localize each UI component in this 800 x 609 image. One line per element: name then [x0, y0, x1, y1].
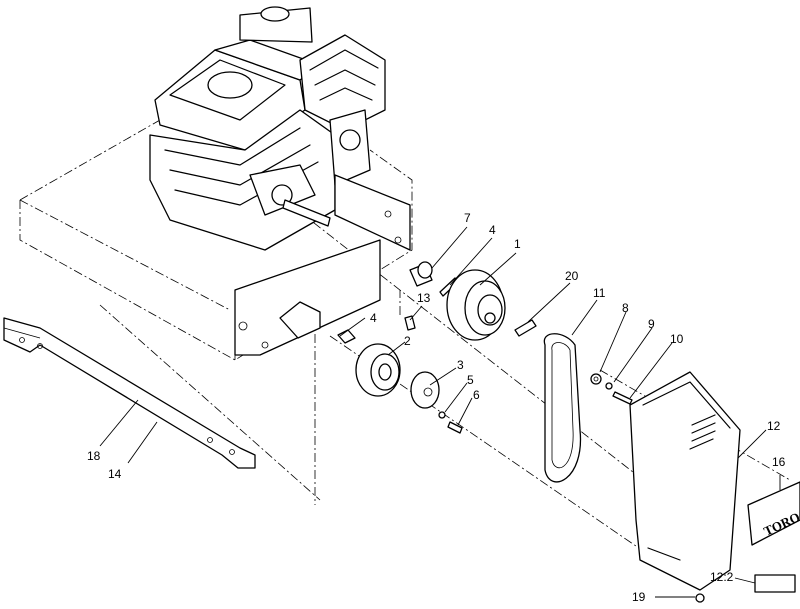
- callout-10: 10: [670, 332, 684, 346]
- engine: [149, 6, 386, 251]
- drive-parts: [279, 261, 537, 434]
- callout-labels: 7 4 1 13 4 2 3 5 6 20 11 8 9 10 12 16 18…: [87, 211, 786, 604]
- callout-13: 13: [417, 291, 431, 305]
- callout-19: 19: [632, 590, 646, 604]
- belt-guard-12: [629, 371, 741, 591]
- callout-12: 12: [767, 419, 781, 433]
- callout-4-lower: 4: [370, 311, 377, 325]
- callout-11: 11: [593, 286, 606, 300]
- callout-20: 20: [565, 269, 579, 283]
- drive-belt-11: [543, 333, 582, 483]
- callout-5: 5: [467, 373, 474, 387]
- callout-16: 16: [772, 455, 786, 469]
- callout-12-2: 12:2: [710, 570, 734, 584]
- fasteners: [590, 373, 705, 603]
- callout-1: 1: [514, 237, 521, 251]
- callout-14: 14: [108, 467, 122, 481]
- leader-lines: [99, 226, 781, 598]
- callout-6: 6: [473, 388, 480, 402]
- bracket-18: [3, 317, 256, 469]
- toro-decal-16: TORO: [747, 481, 800, 593]
- callout-8: 8: [622, 301, 629, 315]
- callout-7: 7: [464, 211, 471, 225]
- callout-18: 18: [87, 449, 101, 463]
- callout-2: 2: [404, 334, 411, 348]
- callout-3: 3: [457, 358, 464, 372]
- callout-9: 9: [648, 317, 655, 331]
- mounting-plate: [234, 174, 411, 356]
- callout-4-upper: 4: [489, 223, 496, 237]
